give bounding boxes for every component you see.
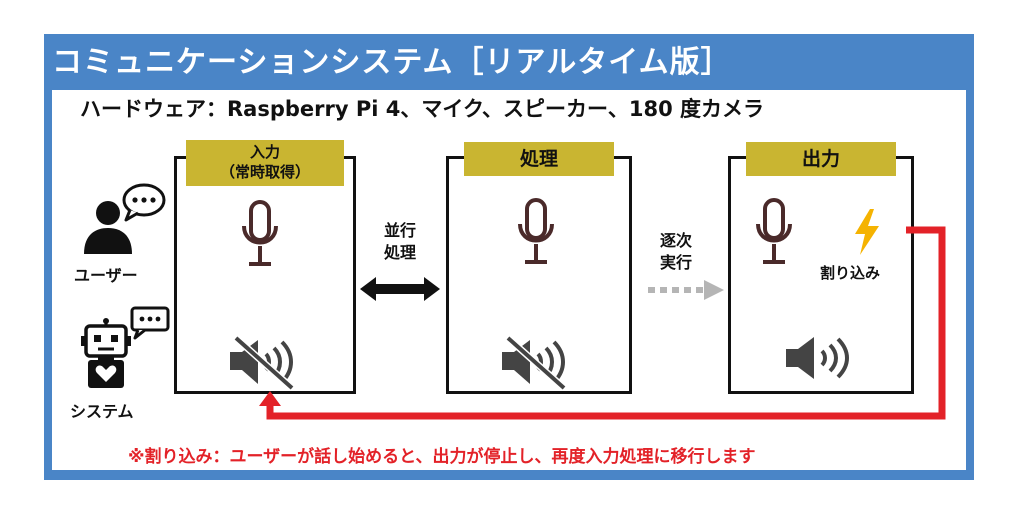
input-stage-label: 入力 （常時取得）: [186, 140, 344, 186]
sequential-label: 逐次 実行: [652, 230, 700, 274]
microphone-icon: [242, 200, 278, 266]
system-speech-bubble-icon: [130, 306, 170, 340]
bidirectional-arrow: [360, 277, 440, 301]
robot-icon: [81, 318, 131, 388]
output-stage-label: 出力: [746, 142, 896, 176]
parallel-label: 並行 処理: [376, 220, 424, 264]
interrupt-label: 割り込み: [820, 264, 881, 282]
interrupt-note: ※割り込み：ユーザーが話し始めると、出力が停止し、再度入力処理に移行します: [128, 447, 756, 467]
sequential-label-line2: 実行: [659, 253, 692, 272]
page-title: コミュニケーションシステム［リアルタイム版］: [52, 45, 732, 80]
hardware-line: ハードウェア：Raspberry Pi 4、マイク、スピーカー、180 度カメラ: [80, 97, 764, 121]
sequential-label-line1: 逐次: [659, 231, 692, 250]
parallel-label-line1: 並行: [383, 221, 416, 240]
input-stage-box: [174, 156, 356, 394]
user-icon: [84, 201, 132, 254]
process-stage-label: 処理: [464, 142, 614, 176]
output-stage-box: [728, 156, 914, 394]
speaker-icon: [786, 337, 849, 379]
parallel-label-line2: 処理: [383, 243, 416, 262]
input-stage-title: 入力: [249, 143, 280, 161]
user-speech-bubble-icon: [122, 183, 166, 222]
speaker-muted-icon: [502, 335, 567, 391]
lightning-bolt-icon: [855, 209, 879, 255]
microphone-icon: [518, 198, 554, 264]
microphone-icon: [756, 198, 792, 264]
speaker-muted-icon: [230, 335, 295, 391]
sequential-dotted-arrow: [648, 280, 724, 300]
input-stage-subtitle: （常時取得）: [219, 163, 310, 181]
system-label: システム: [70, 402, 134, 421]
user-label: ユーザー: [74, 266, 138, 285]
